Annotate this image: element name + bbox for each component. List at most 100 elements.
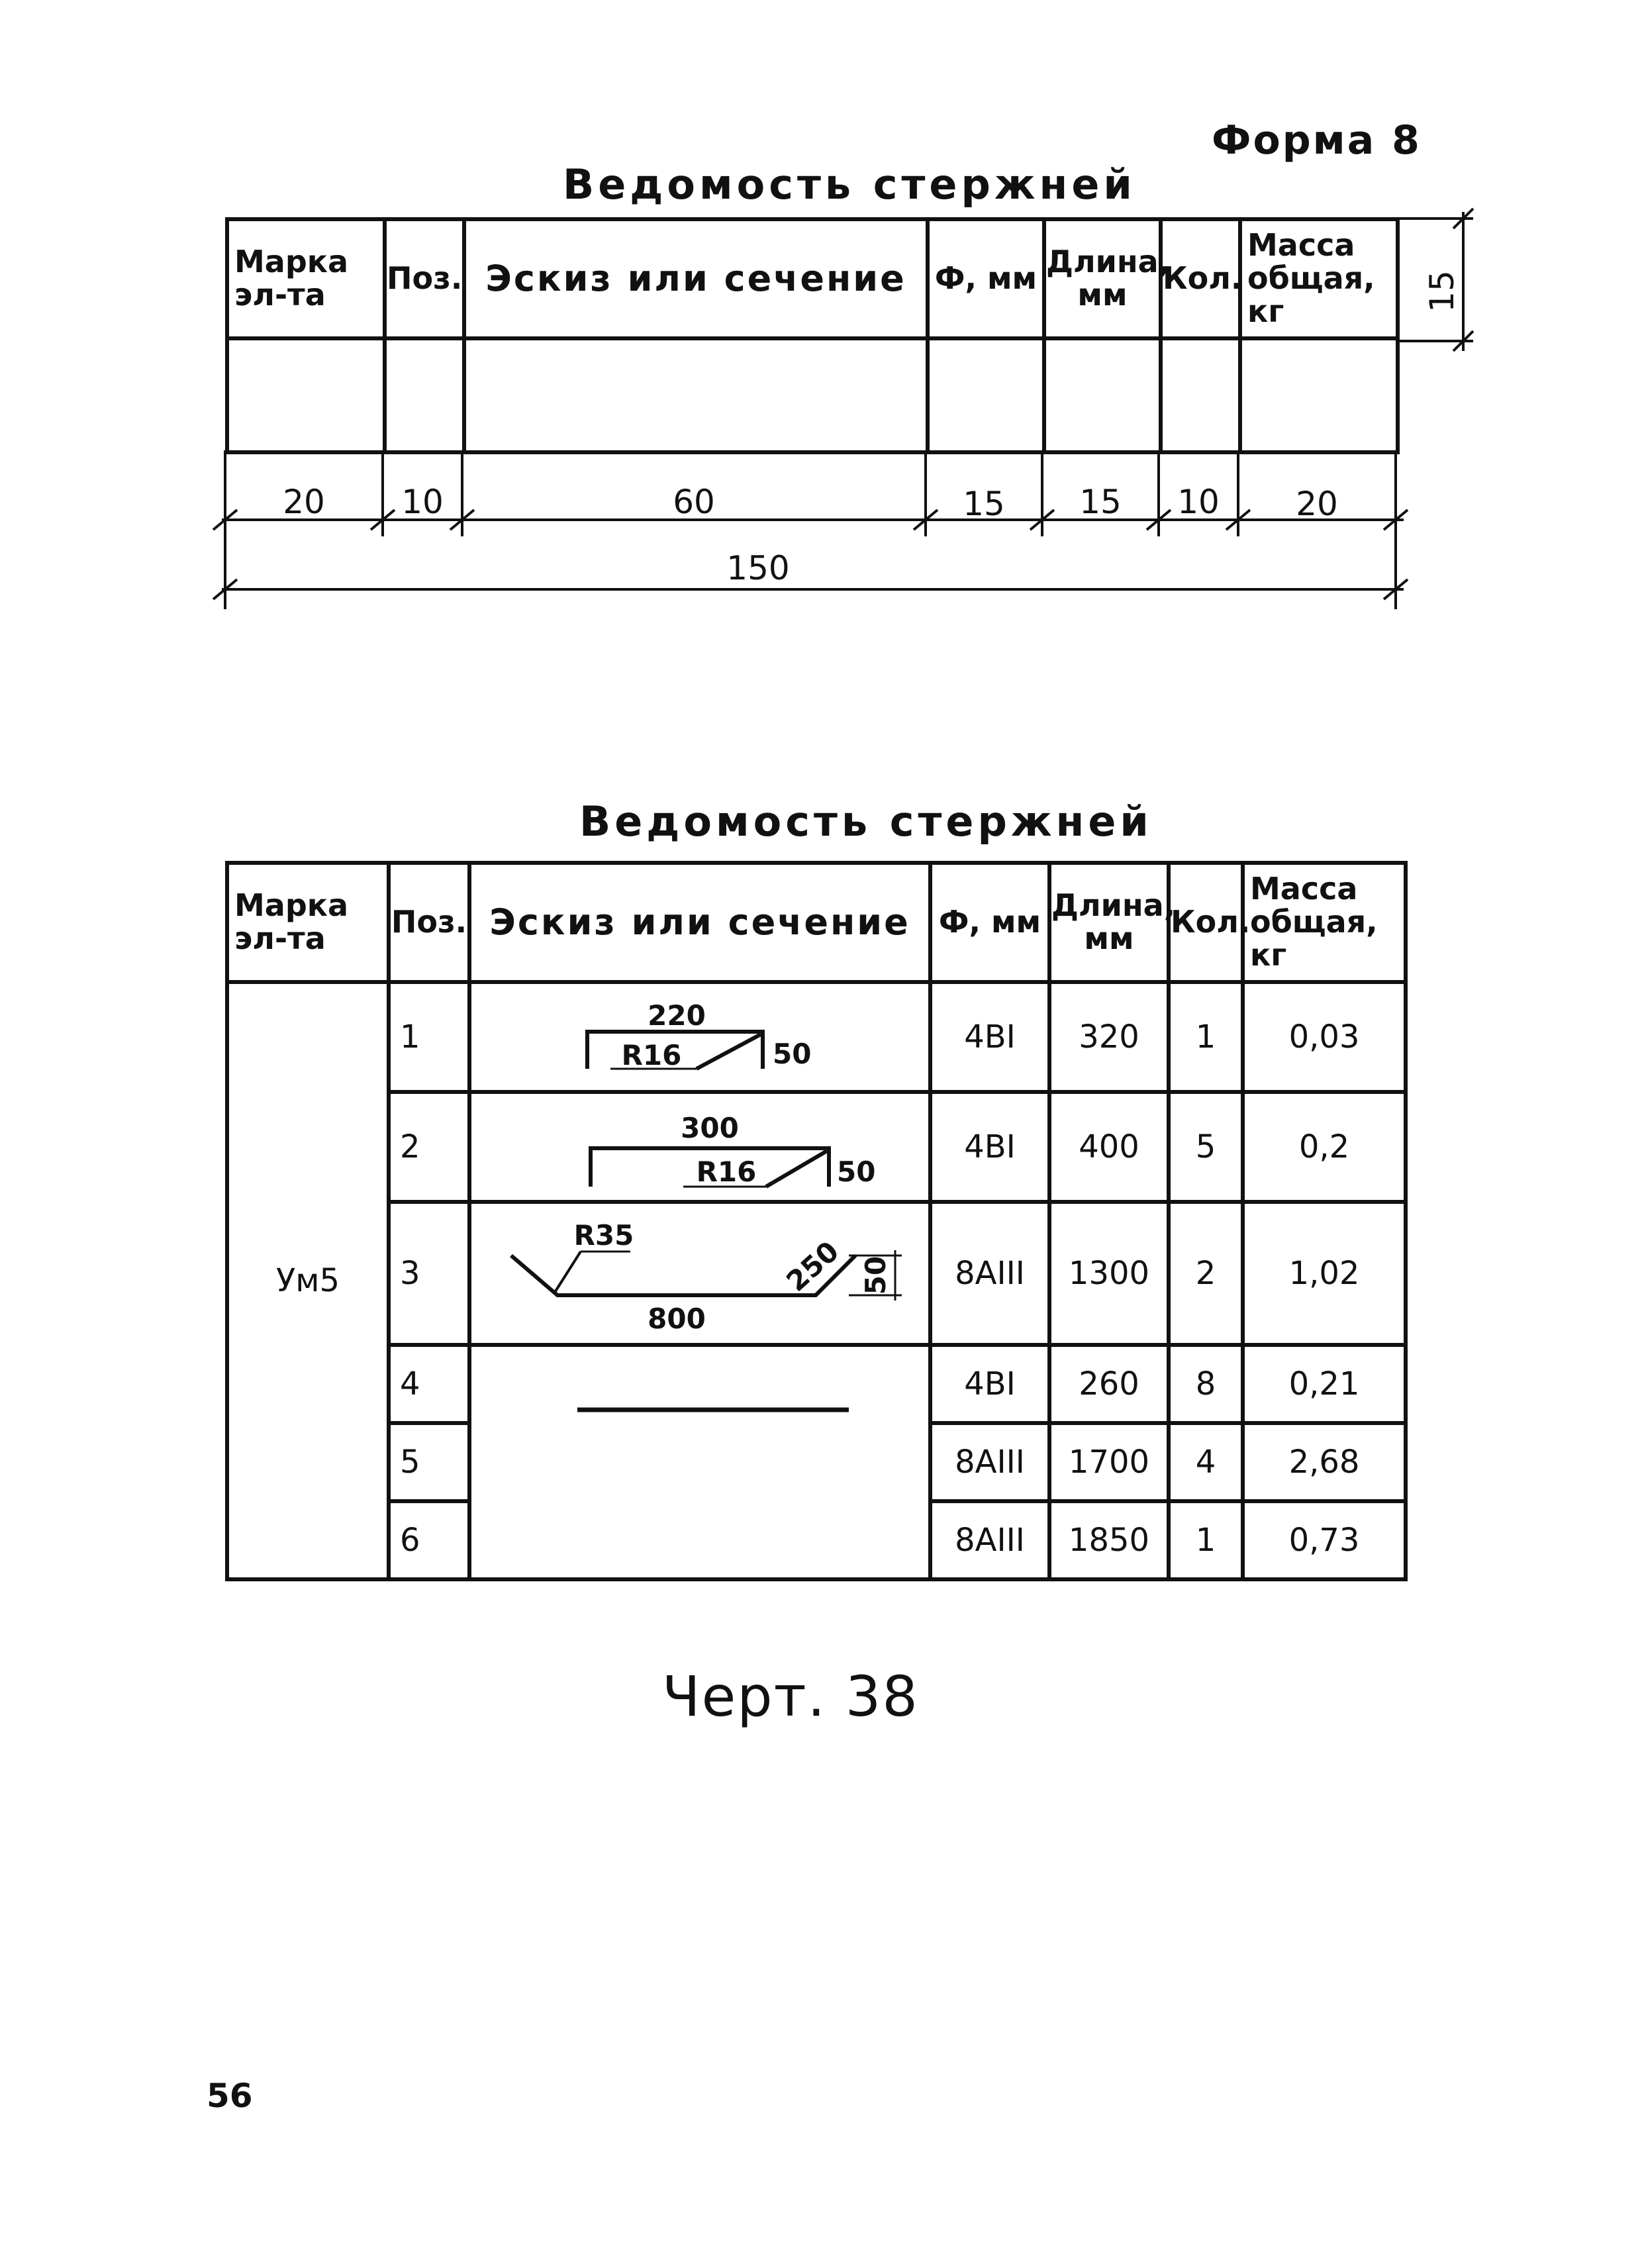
length-value: 1850 [1068,1522,1150,1559]
pos-value: 5 [400,1444,420,1481]
mass-cell: 2,68 [1241,1421,1408,1503]
header-row: Марка эл-та Поз. Эскиз или сечение Ф, мм… [225,217,1400,340]
dim-col-pos: 10 [401,483,444,521]
sketch-3-radius: R35 [574,1219,634,1252]
dim-col-mark: 20 [283,483,325,521]
length-value: 1700 [1068,1444,1150,1481]
qty-value: 5 [1195,1128,1216,1165]
dim-col-mass: 20 [1296,485,1338,523]
pos-cell: 6 [387,1499,471,1581]
header-mass: Масса общая, кг [1238,217,1400,340]
mass-value: 0,03 [1288,1018,1360,1056]
empty-cell [383,336,466,454]
length-value: 1300 [1068,1255,1150,1292]
qty-value: 2 [1195,1255,1216,1292]
length-cell: 260 [1047,1343,1171,1425]
sketch-1-side-dim: 50 [773,1038,811,1070]
pos-value: 6 [400,1522,420,1559]
sketch-3-slope-dim: 250 [780,1235,845,1298]
filled-schedule-table: Марка эл-та Поз. Эскиз или сечение Ф, мм… [225,861,1408,1581]
pos-value: 3 [400,1255,420,1292]
mass-value: 1,02 [1288,1255,1360,1292]
header-length: Длина, мм [1042,217,1170,340]
bar-sketch-3: R35 800 250 50 [510,1219,902,1335]
pos-cell: 3 [387,1200,471,1347]
table-row: 3 R35 800 250 50 8AIII 1300 2 1,02 [227,1200,1408,1347]
qty-value: 1 [1195,1522,1216,1559]
table-row: 5 8AIII 1700 4 2,68 [227,1421,1408,1503]
empty-cell [1042,336,1163,454]
header-mark: Марка эл-та [225,217,387,340]
table-row: Ум5 1 220 R16 50 4BI 320 1 0,03 [225,980,1408,1581]
mass-value: 0,73 [1288,1522,1360,1559]
qty-cell: 1 [1167,1499,1245,1581]
dim-total: 150 [726,549,789,587]
bar-sketch-straight [577,1407,849,1412]
pos-value: 4 [400,1365,420,1403]
dia-cell: 4BI [928,1090,1051,1204]
header-sketch: Эскиз или сечение [467,861,932,984]
pos-cell: 1 [387,980,471,1094]
length-value: 260 [1079,1365,1139,1403]
form-label: Форма 8 [1212,117,1422,164]
length-cell: 1300 [1047,1200,1171,1347]
header-length: Длина, мм [1047,861,1175,984]
length-cell: 1700 [1047,1421,1171,1503]
dim-col-length: 15 [1079,483,1122,521]
table-row: 4 4BI 260 8 0,21 [227,1343,1408,1581]
dia-cell: 8AIII [928,1499,1051,1581]
sketch-cell-straight [467,1343,932,1581]
mass-cell: 1,02 [1241,1200,1408,1347]
sketch-2-top-dim: 300 [681,1112,739,1144]
dia-value: 4BI [964,1128,1016,1165]
dia-value: 8AIII [955,1255,1025,1292]
qty-value: 4 [1195,1444,1216,1481]
qty-cell: 4 [1167,1421,1245,1503]
qty-cell: 2 [1167,1200,1245,1347]
table-title-filled: Ведомость стержней [579,797,1153,846]
mass-cell: 0,21 [1241,1343,1408,1425]
length-cell: 320 [1047,980,1171,1094]
empty-cell [462,336,930,454]
length-value: 400 [1079,1128,1139,1165]
pos-value: 1 [400,1018,420,1056]
mass-value: 0,21 [1288,1365,1360,1403]
qty-cell: 5 [1167,1090,1245,1204]
dia-value: 4BI [964,1018,1016,1056]
table-row: 6 8AIII 1850 1 0,73 [227,1499,1408,1581]
qty-cell: 8 [1167,1343,1245,1425]
dim-col-qty: 10 [1177,483,1220,521]
dim-col-sketch: 60 [673,483,715,521]
length-cell: 400 [1047,1090,1171,1204]
blank-form-table: Марка эл-та Поз. Эскиз или сечение Ф, мм… [225,217,1400,454]
dia-value: 4BI [964,1365,1016,1403]
header-mass: Масса общая, кг [1241,861,1408,984]
dia-value: 8AIII [955,1444,1025,1481]
qty-cell: 1 [1167,980,1245,1094]
dim-header-height: 15 [1423,270,1461,313]
sketch-cell-3: R35 800 250 50 [467,1200,932,1347]
bar-sketch-1: 220 R16 50 [585,999,811,1071]
dia-cell: 8AIII [928,1421,1051,1503]
sketch-1-top-dim: 220 [648,999,706,1032]
header-row: Марка эл-та Поз. Эскиз или сечение Ф, мм… [225,861,1408,984]
dia-cell: 4BI [928,1343,1051,1425]
element-mark: Ум5 [225,980,391,1581]
mass-cell: 0,2 [1241,1090,1408,1204]
dia-value: 8AIII [955,1522,1025,1559]
mass-cell: 0,73 [1241,1499,1408,1581]
dia-cell: 4BI [928,980,1051,1094]
length-cell: 1850 [1047,1499,1171,1581]
pos-cell: 4 [387,1343,471,1425]
table-title-form: Ведомость стержней [563,160,1136,209]
sketch-1-radius: R16 [622,1039,682,1071]
sketch-3-bottom-dim: 800 [648,1303,706,1335]
length-value: 320 [1079,1018,1139,1056]
empty-row [225,336,1400,454]
pos-value: 2 [400,1128,420,1165]
element-mark-value: Ум5 [276,1262,340,1299]
header-sketch: Эскиз или сечение [462,217,930,340]
header-pos: Поз. [383,217,466,340]
empty-cell [926,336,1046,454]
